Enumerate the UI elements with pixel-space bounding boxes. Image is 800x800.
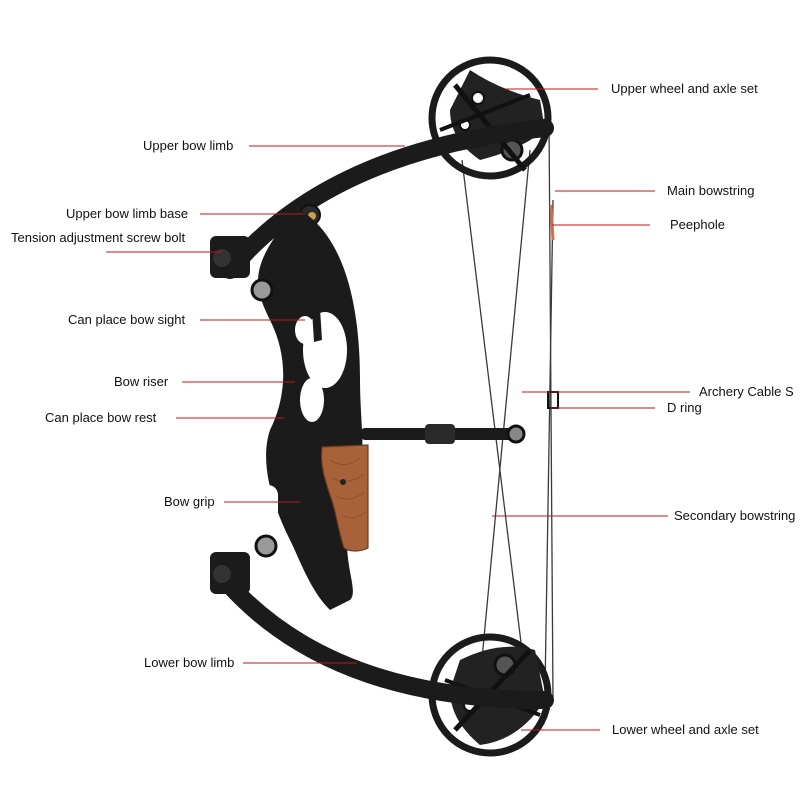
label-upper-bow-limb-base: Upper bow limb base <box>66 206 188 222</box>
label-can-place-bow-sight: Can place bow sight <box>68 312 185 328</box>
label-upper-bow-limb: Upper bow limb <box>143 138 233 154</box>
label-can-place-bow-rest: Can place bow rest <box>45 410 156 426</box>
strings <box>462 118 553 700</box>
label-d-ring: D ring <box>667 400 702 416</box>
label-lower-wheel-and-axle-set: Lower wheel and axle set <box>612 722 759 738</box>
label-upper-wheel-and-axle-set: Upper wheel and axle set <box>611 81 758 97</box>
secondary-bowstring-b <box>480 150 530 680</box>
riser <box>252 210 363 610</box>
label-main-bowstring: Main bowstring <box>667 183 754 199</box>
upper-wheel <box>432 60 548 176</box>
label-lower-bow-limb: Lower bow limb <box>144 655 234 671</box>
label-tension-adjustment-screw-bolt: Tension adjustment screw bolt <box>11 230 185 246</box>
label-archery-cable-slide: Archery Cable S <box>699 384 794 400</box>
leader-lines <box>106 89 690 730</box>
label-bow-grip: Bow grip <box>164 494 215 510</box>
label-secondary-bowstring: Secondary bowstring <box>674 508 795 524</box>
label-peephole: Peephole <box>670 217 725 233</box>
peephole <box>551 205 553 240</box>
label-bow-riser: Bow riser <box>114 374 168 390</box>
